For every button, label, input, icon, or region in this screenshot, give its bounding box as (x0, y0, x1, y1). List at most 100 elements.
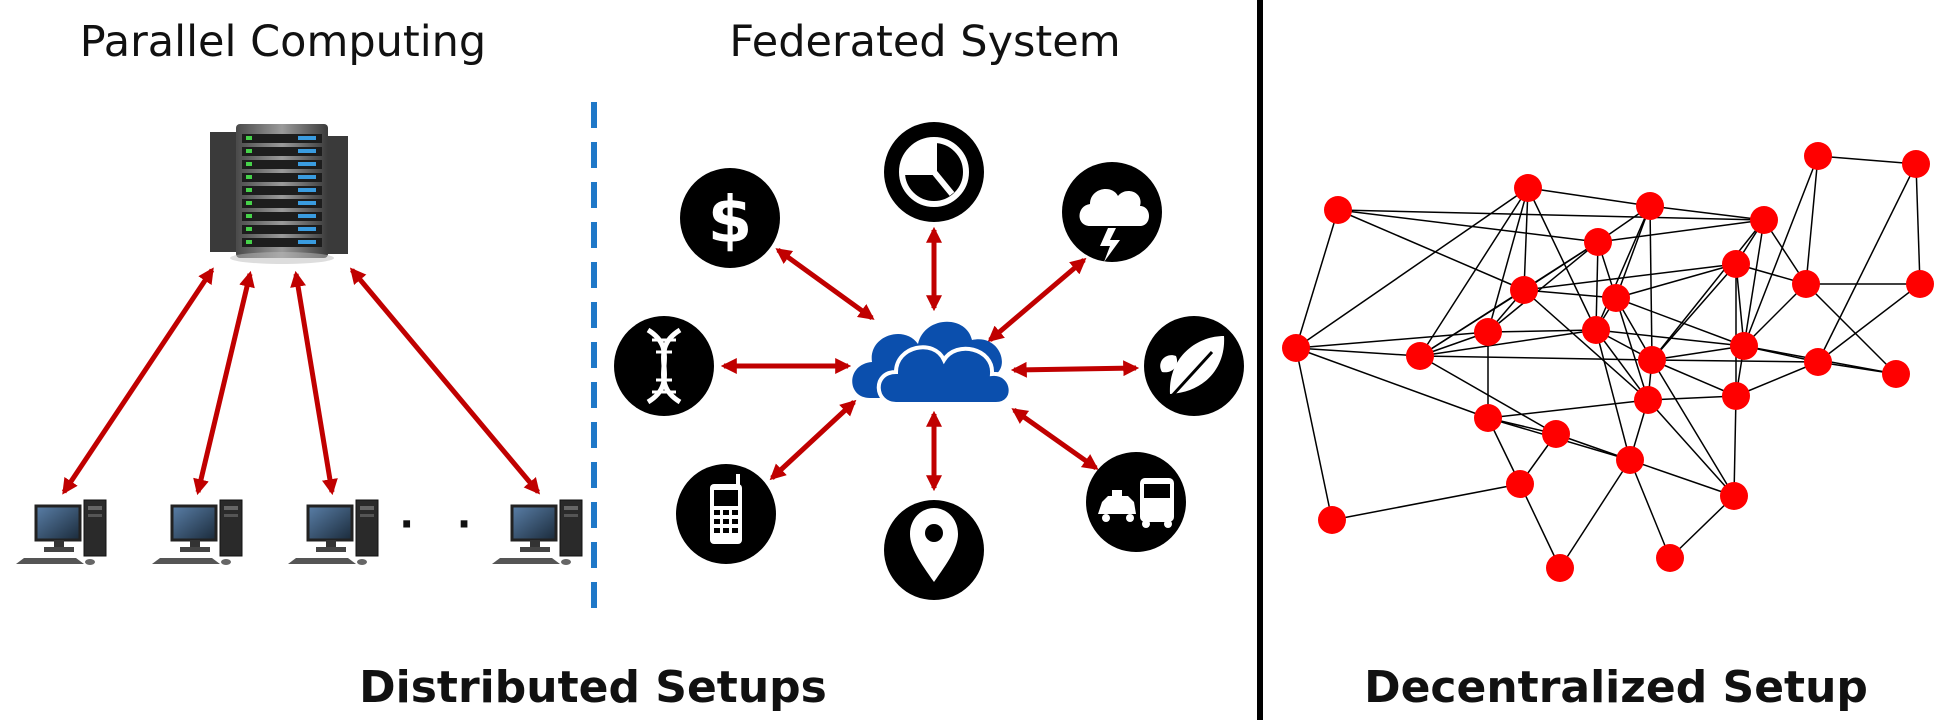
graph-node (1720, 482, 1748, 510)
arrow-server-pc-1 (61, 267, 215, 495)
graph-edge (1595, 329, 1631, 461)
graph-node (1542, 420, 1570, 448)
parallel-arrows (61, 267, 541, 496)
graph-edge (1647, 399, 1735, 497)
graph-node (1324, 196, 1352, 224)
graph-edge (1487, 187, 1529, 333)
graph-edge (1419, 289, 1525, 357)
decentralized-setup-title: Decentralized Setup (1364, 662, 1868, 713)
graph-edge (1615, 205, 1651, 299)
graph-node (1722, 250, 1750, 278)
desktop-computer-icon (286, 498, 380, 567)
graph-edge (1295, 347, 1421, 357)
graph-node (1804, 142, 1832, 170)
federated-arrows (720, 226, 1140, 492)
graph-edge (1647, 395, 1737, 401)
ellipsis: · · · (400, 498, 545, 551)
graph-edge (1629, 459, 1671, 559)
desktop-computer-icon (150, 498, 244, 567)
graph-node (1902, 150, 1930, 178)
federated-system-title: Federated System (729, 17, 1120, 67)
graph-edge (1295, 187, 1529, 349)
dollar-icon: $ (680, 168, 780, 268)
graph-edge (1805, 155, 1819, 285)
storm-cloud-icon (1062, 162, 1162, 262)
graph-node (1474, 404, 1502, 432)
graph-edge (1519, 483, 1561, 569)
graph-node (1636, 192, 1664, 220)
graph-edge (1295, 347, 1489, 419)
graph-edge (1629, 459, 1735, 497)
arrow-server-pc-2 (193, 270, 255, 496)
graph-node (1406, 342, 1434, 370)
arrow-cloud-storm (987, 257, 1087, 343)
clock-icon (884, 122, 984, 222)
graph-edge (1523, 289, 1617, 299)
graph-edge (1805, 283, 1897, 375)
arrow-cloud-vehicles (1011, 407, 1099, 471)
graph-edge (1419, 329, 1597, 357)
graph-node (1546, 554, 1574, 582)
graph-edge (1669, 495, 1735, 559)
graph-edge (1523, 187, 1529, 291)
graph-edge (1743, 219, 1765, 347)
graph-edge (1651, 345, 1745, 361)
graph-edge (1915, 163, 1921, 285)
graph-edge (1649, 205, 1653, 361)
svg-text:$: $ (708, 184, 753, 258)
graph-edge (1651, 359, 1819, 363)
graph-node (1506, 470, 1534, 498)
arrow-cloud-leaf (1010, 360, 1140, 378)
dna-icon (614, 316, 714, 416)
graph-edge (1487, 399, 1649, 419)
graph-node (1602, 284, 1630, 312)
cloud-icon (852, 321, 1013, 406)
graph-node (1474, 318, 1502, 346)
graph-edge (1295, 209, 1339, 349)
graph-edge (1651, 263, 1737, 361)
location-pin-icon (884, 500, 984, 600)
graph-edge (1595, 205, 1651, 331)
graph-edge (1651, 359, 1737, 397)
graph-node (1282, 334, 1310, 362)
graph-node (1616, 446, 1644, 474)
graph-node (1730, 332, 1758, 360)
graph-edge (1595, 241, 1599, 331)
graph-node (1722, 382, 1750, 410)
graph-node (1638, 346, 1666, 374)
graph-node (1318, 506, 1346, 534)
graph-edge (1735, 361, 1819, 397)
graph-edge (1597, 219, 1765, 243)
graph-nodes (1282, 142, 1934, 582)
graph-edge (1559, 459, 1631, 569)
graph-node (1804, 348, 1832, 376)
graph-edge (1649, 205, 1765, 221)
arrow-cloud-dollar (775, 247, 875, 321)
graph-edge (1337, 209, 1765, 221)
distributed-setups-title: Distributed Setups (359, 662, 827, 713)
vehicles-icon (1086, 452, 1186, 552)
graph-edge (1419, 187, 1529, 357)
graph-edge (1337, 209, 1525, 291)
arrow-cloud-phone (769, 399, 857, 481)
parallel-computing-title: Parallel Computing (80, 17, 486, 67)
graph-edge (1419, 355, 1557, 435)
graph-edge (1615, 297, 1745, 347)
graph-edge (1651, 359, 1735, 497)
graph-edge (1331, 483, 1521, 521)
graph-edge (1817, 283, 1921, 363)
graph-edge (1743, 155, 1819, 347)
desktop-computer-icon (14, 498, 108, 567)
arrow-server-pc-3 (290, 270, 338, 496)
graph-edge (1523, 289, 1649, 401)
phone-icon (676, 464, 776, 564)
graph-edge (1487, 329, 1597, 333)
graph-edge (1527, 187, 1651, 207)
graph-edges (1295, 155, 1921, 569)
graph-edge (1595, 329, 1649, 401)
graph-edge (1527, 187, 1597, 331)
leaf-icon (1144, 316, 1244, 416)
graph-edge (1419, 355, 1653, 361)
graph-edge (1743, 283, 1807, 347)
